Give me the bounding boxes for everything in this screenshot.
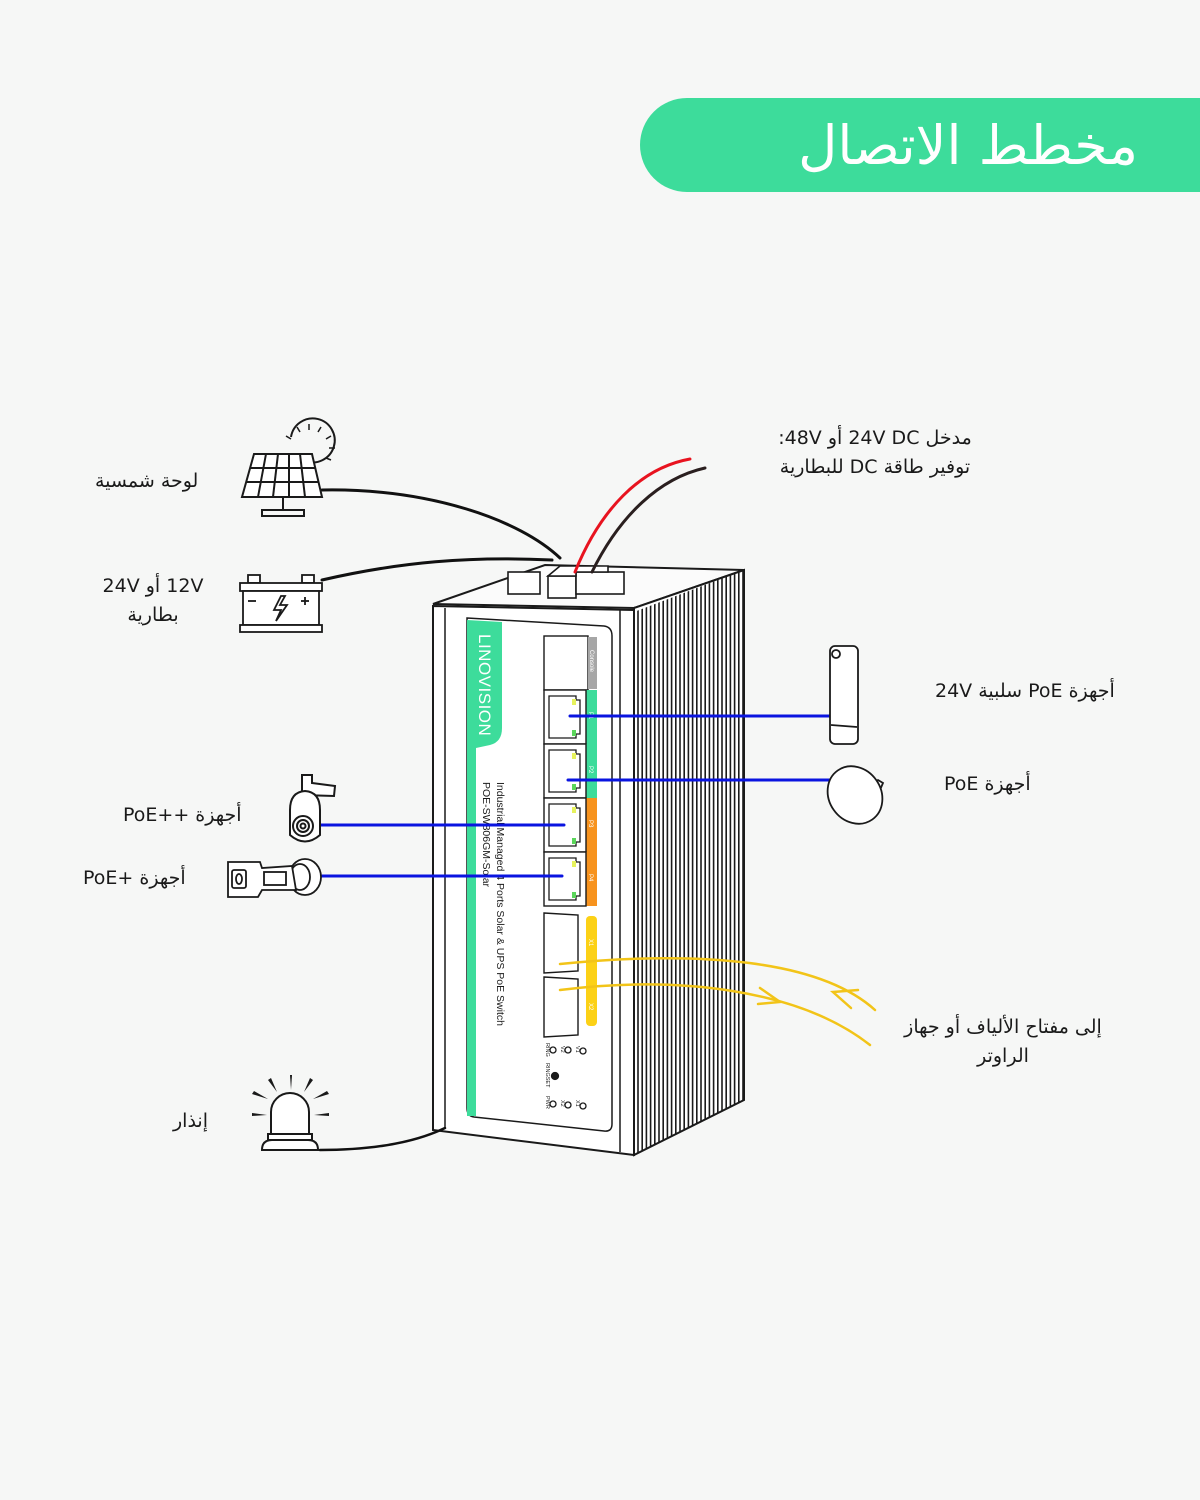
port-label: P2: [587, 766, 593, 774]
sfp-label: X1: [587, 939, 593, 947]
sfp-port-x2: X2: [543, 976, 593, 1038]
battery-cable: [320, 557, 554, 582]
dc-input-text: مدخل 24V DC أو 48V:: [778, 427, 972, 449]
console-port: Console: [543, 635, 597, 691]
passive-poe-label: أجهزة PoE سلبية 24V: [935, 680, 1115, 702]
led-label-x1: X1: [574, 1100, 580, 1107]
wireless-ap-icon: [829, 645, 859, 745]
fiber-label: إلى مفتاح الألياف أو جهاز الراوتر: [878, 1013, 1128, 1071]
poe-plus-plus-label: أجهزة ++PoE: [123, 804, 242, 826]
page-title: مخطط الاتصال: [798, 113, 1138, 177]
led-v1: [579, 1047, 587, 1055]
led-x1: [579, 1102, 587, 1110]
fiber-arrow-out: [756, 986, 784, 1006]
sfp-port-x1: X1: [543, 912, 593, 974]
fiber-cable-x2: [558, 983, 872, 1047]
fiber-text: إلى مفتاح الألياف أو جهاز: [904, 1016, 1102, 1038]
solar-panel-icon: [240, 417, 336, 517]
led-v2: [564, 1046, 572, 1054]
battery-voltage-text: 12V أو 24V: [102, 575, 204, 597]
ringset-button[interactable]: [550, 1071, 560, 1081]
device-description: Industrial Managed 4 Ports Solar & UPS P…: [494, 782, 506, 1026]
dc-input-label: مدخل 24V DC أو 48V: توفير طاقة DC للبطار…: [768, 424, 982, 482]
alarm-label: إنذار: [173, 1110, 208, 1132]
led-label-x2: X2: [559, 1100, 565, 1107]
led-label-v2: V2: [559, 1046, 565, 1053]
dc-negative-cable: [590, 466, 707, 574]
brand-logo: LINOVISION: [475, 634, 494, 736]
rj45-port-p4: P4: [543, 851, 597, 907]
device-model: POE-SW806GM-Solar: [480, 782, 492, 888]
led-x2: [564, 1101, 572, 1109]
port-label: P3: [587, 820, 593, 828]
alarm-beacon-icon: [252, 1075, 329, 1151]
dish-antenna-icon: [826, 765, 885, 825]
led-label-ring: RING: [544, 1043, 550, 1057]
solar-panel-label: لوحة شمسية: [95, 470, 199, 492]
port-label: P4: [587, 874, 593, 882]
poe-devices-label: أجهزة PoE: [944, 773, 1031, 795]
dc-positive-cable: [573, 457, 692, 574]
bullet-camera-icon: [227, 858, 322, 898]
heatsink-fins: [637, 570, 744, 1155]
ptz-camera-icon: [289, 774, 337, 843]
brand-strip: [467, 620, 502, 1116]
battery-text: بطارية: [127, 604, 179, 626]
led-label-v1: V1: [574, 1046, 580, 1053]
battery-label: 12V أو 24V بطارية: [96, 572, 210, 630]
poe-plus-label: أجهزة +PoE: [83, 867, 186, 889]
alarm-cable: [318, 1126, 447, 1152]
sfp-label: X2: [587, 1003, 593, 1011]
led-label-pwr: PWR: [544, 1096, 550, 1109]
fiber-cable-x1: [558, 956, 877, 1012]
fiber-arrow-in: [829, 988, 860, 1010]
title-banner: مخطط الاتصال: [640, 98, 1200, 192]
dc-input-desc: توفير طاقة DC للبطارية: [779, 456, 971, 478]
led-ring: [549, 1046, 557, 1054]
solar-cable: [320, 488, 562, 560]
console-label: Console: [588, 650, 594, 673]
terminal-blocks: [507, 565, 625, 599]
router-text: الراوتر: [977, 1045, 1029, 1067]
battery-icon: [239, 574, 323, 633]
ringset-label: RINGSET: [544, 1063, 550, 1088]
rj45-port-p2: P2: [543, 743, 597, 799]
status-leds: [549, 1046, 587, 1110]
led-pwr: [549, 1100, 557, 1108]
